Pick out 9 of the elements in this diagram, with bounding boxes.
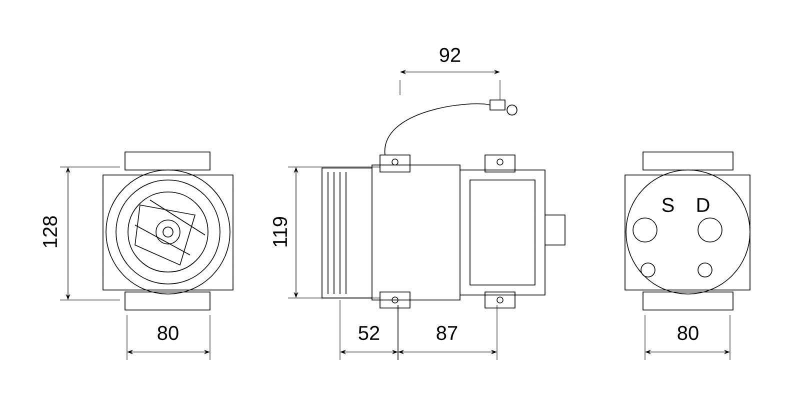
- dimension-label: 119: [272, 217, 288, 246]
- dimension-label: 87: [436, 326, 458, 340]
- port-label: D: [697, 198, 710, 212]
- dimension-label: 92: [440, 48, 460, 62]
- dimension-label: 80: [158, 326, 178, 340]
- port-label: S: [662, 198, 674, 212]
- dimension-label: 52: [358, 326, 380, 340]
- dimension-label: 128: [42, 216, 58, 248]
- dimension-label: 80: [678, 326, 698, 340]
